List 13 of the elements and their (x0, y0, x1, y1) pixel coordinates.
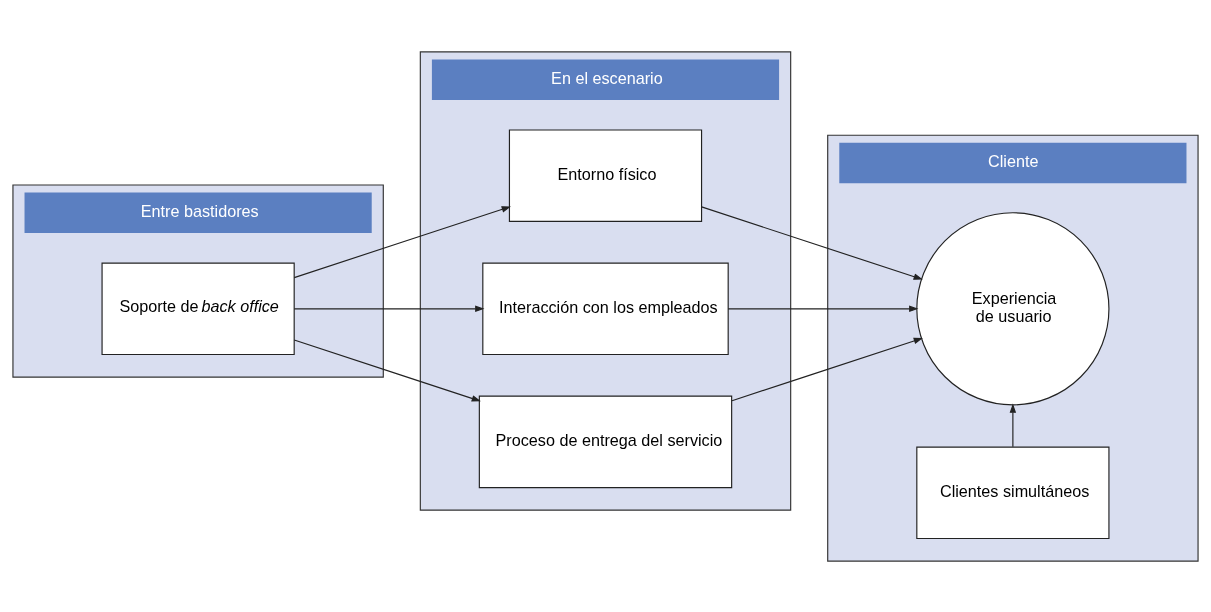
arrow (293, 205, 511, 278)
node-box: Proceso de entrega del servicio (478, 395, 733, 488)
node-box: Clientes simultáneos (916, 446, 1110, 539)
arrow (731, 337, 923, 401)
arrow (727, 305, 919, 312)
arrow (701, 205, 923, 280)
node-circle: Experiencia de usuario (916, 211, 1110, 405)
node-box: Interacción con los empleados (482, 262, 729, 355)
node-box: Soporte de back office (101, 262, 295, 355)
arrow (1009, 403, 1017, 447)
arrow (293, 338, 481, 402)
node-box: Entorno físico (508, 128, 703, 222)
arrow (293, 305, 485, 312)
